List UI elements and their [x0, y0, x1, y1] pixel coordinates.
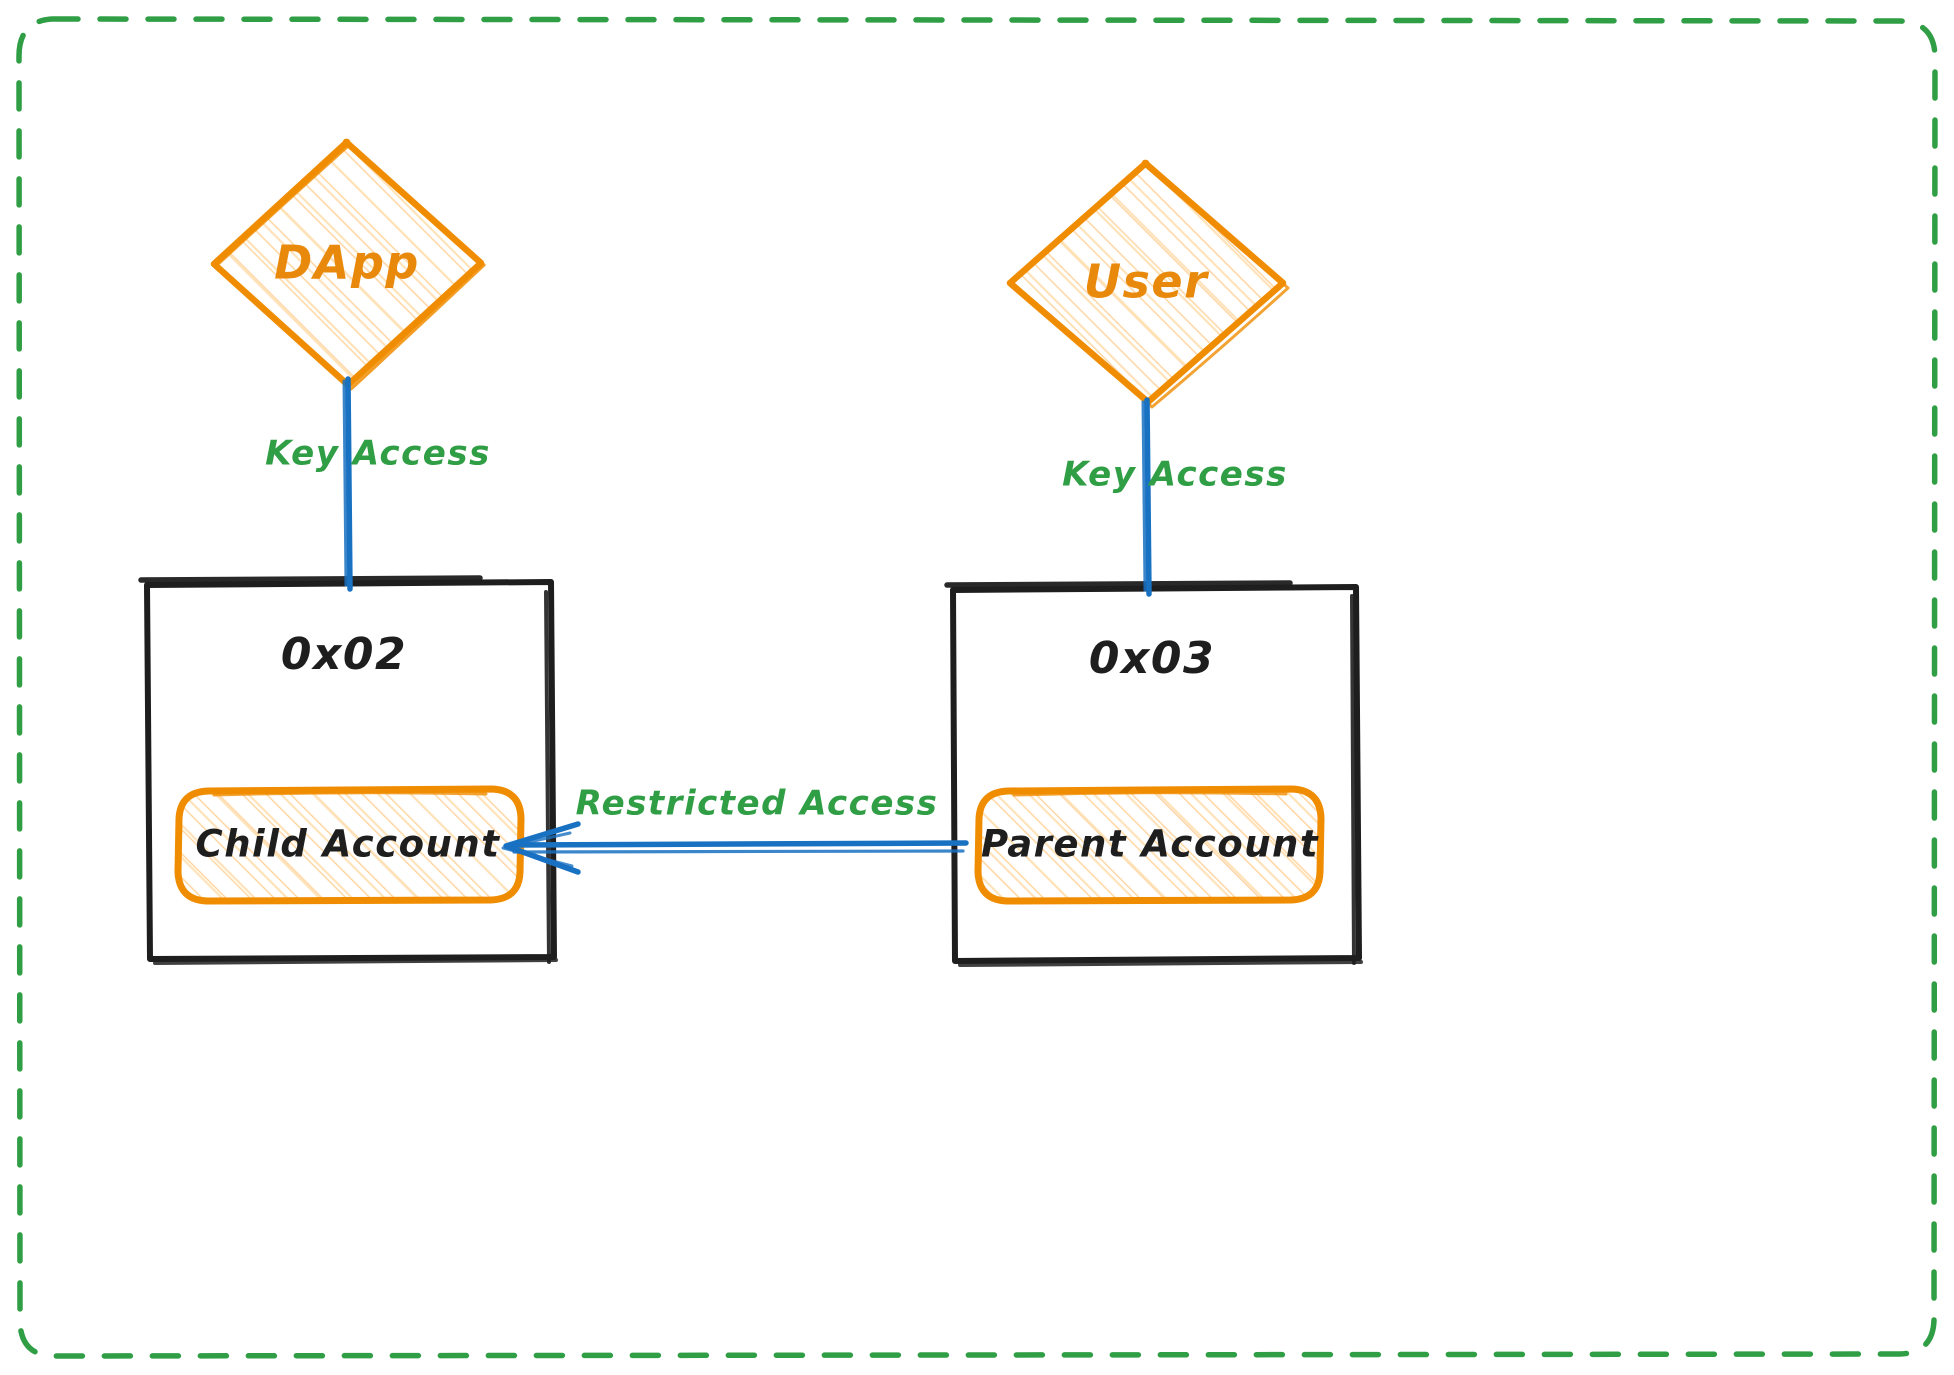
dapp-outline-sketch — [214, 143, 486, 391]
user-outline-sketch — [1011, 166, 1290, 409]
edge-restricted-line-sketch — [512, 849, 965, 854]
parent-account-outline — [974, 785, 1325, 905]
edge-restricted-line — [507, 840, 969, 848]
edge-dapp-line-sketch — [342, 379, 348, 587]
edge-dapp-to-child[interactable]: Key Access — [265, 376, 491, 592]
child-box-outline — [144, 579, 557, 962]
child-box-sketch-top — [138, 575, 483, 583]
edge-user-line — [1144, 397, 1152, 597]
child-account-sketch — [212, 791, 488, 797]
edge-user-to-parent[interactable]: Key Access — [1062, 397, 1288, 597]
edge-user-line-sketch — [1141, 400, 1147, 592]
parent-box-sketch-top — [944, 580, 1293, 588]
node-child-box[interactable]: 0x02 — [138, 575, 558, 965]
node-parent-box[interactable]: 0x03 — [944, 580, 1363, 967]
parent-box-outline — [950, 584, 1362, 964]
parent-box-sketch-right — [1350, 594, 1356, 965]
dashed-boundary — [16, 16, 1938, 1359]
node-child-account[interactable]: Child Account — [174, 785, 525, 905]
child-account-label: Child Account — [196, 823, 501, 866]
user-label: User — [1084, 255, 1210, 309]
edge-restricted-access[interactable]: Restricted Access — [501, 784, 969, 875]
dapp-label: DApp — [274, 236, 420, 290]
child-box-sketch-right — [544, 590, 551, 964]
edge-restricted-label: Restricted Access — [576, 784, 939, 824]
node-dapp[interactable]: DApp — [210, 138, 486, 391]
child-account-fill-2 — [178, 791, 520, 899]
parent-account-sketch — [1012, 791, 1288, 797]
parent-box-label: 0x03 — [1089, 633, 1215, 684]
child-box-sketch-bottom — [153, 958, 558, 965]
edge-restricted-arrowhead-sketch — [501, 831, 574, 868]
parent-box-sketch-bottom — [958, 960, 1363, 967]
child-account-outline — [174, 785, 525, 905]
edge-user-label: Key Access — [1062, 455, 1288, 495]
edge-dapp-label: Key Access — [265, 434, 491, 474]
parent-account-fill-2 — [978, 791, 1321, 899]
parent-account-label: Parent Account — [981, 823, 1319, 866]
edge-dapp-line — [345, 376, 353, 592]
child-box-label: 0x02 — [281, 629, 407, 680]
node-parent-account[interactable]: Parent Account — [974, 785, 1325, 905]
node-user[interactable]: User — [1006, 159, 1290, 409]
